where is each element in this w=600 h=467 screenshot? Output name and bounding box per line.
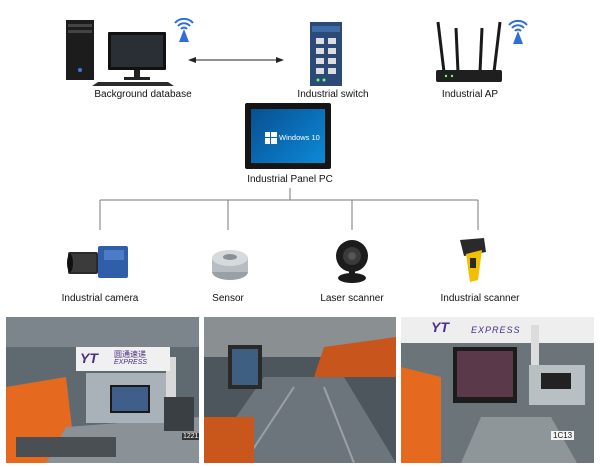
router-icon [436, 21, 502, 82]
sensor-icon [212, 250, 248, 280]
laser-scanner-label: Laser scanner [320, 293, 384, 304]
wifi-icon [174, 17, 194, 42]
tree-connector [99, 188, 479, 230]
screen-text: Windows 10 [279, 133, 320, 142]
computer-icon [66, 20, 174, 86]
industrial-ap-label: Industrial AP [441, 89, 499, 100]
laser-scanner-node [332, 238, 372, 284]
laser-scanner-icon [336, 240, 368, 283]
windows-logo-icon [265, 132, 277, 144]
industrial-scanner-node [456, 236, 490, 284]
site-photo-1: YT 圆通速递 EXPRESS 1221 [6, 317, 199, 463]
yto-logo-3: YT EXPRESS [431, 319, 521, 335]
site-photo-3: YT EXPRESS 1C13 [401, 317, 594, 463]
tag-3: 1C13 [551, 431, 575, 440]
panel-pc-label: Industrial Panel PC [247, 174, 333, 185]
panel-pc-screen: Windows 10 [251, 109, 325, 163]
tag-1: 1221 [182, 433, 199, 440]
background-database-node [58, 8, 218, 88]
double-arrow-icon [188, 57, 284, 63]
sensor-label: Sensor [212, 293, 244, 304]
site-photo-1-scene [6, 317, 199, 463]
yto-logo-1: YT 圆通速递 EXPRESS [76, 347, 170, 371]
industrial-scanner-label: Industrial scanner [440, 293, 520, 304]
camera-icon [67, 246, 128, 278]
background-database-label: Background database [94, 89, 192, 100]
panel-pc-node: Windows 10 [245, 103, 331, 169]
industrial-ap-node [426, 14, 536, 88]
industrial-switch-node [306, 20, 346, 88]
industrial-camera-node [64, 240, 134, 280]
handheld-scanner-icon [460, 238, 486, 282]
connector-lines [99, 57, 479, 230]
wifi-icon [508, 19, 528, 44]
site-photo-2-scene [204, 317, 396, 463]
industrial-switch-label: Industrial switch [297, 89, 369, 100]
switch-icon [310, 22, 342, 86]
industrial-camera-label: Industrial camera [61, 293, 139, 304]
site-photo-2 [204, 317, 396, 463]
sensor-node [210, 246, 250, 282]
